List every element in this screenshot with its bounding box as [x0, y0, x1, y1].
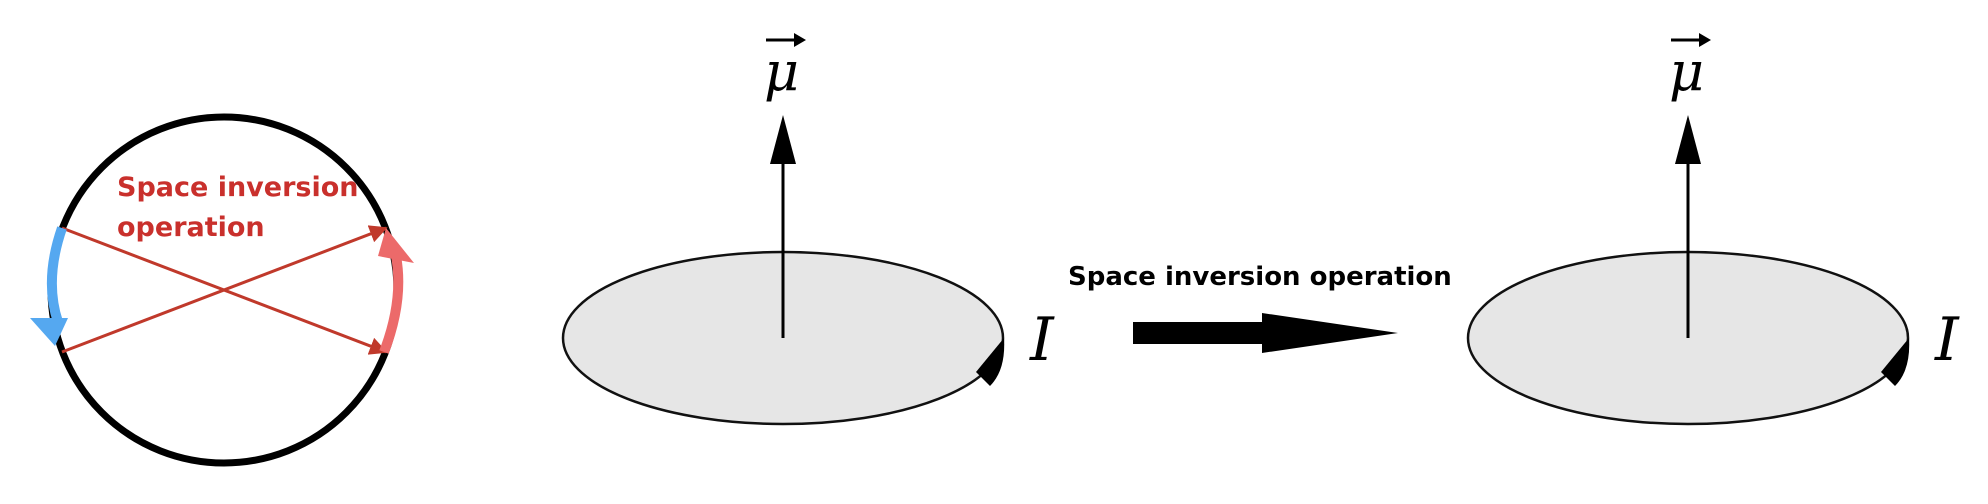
left-panel: Space inversion operation [30, 113, 414, 467]
vector-arrow-icon [1671, 33, 1711, 47]
loop-after: μ I [1466, 33, 1960, 426]
magnetic-moment-arrowhead [1675, 115, 1701, 164]
blue-arc [46, 226, 67, 324]
left-label-line2: operation [117, 212, 265, 243]
transform-label: Space inversion operation [1068, 262, 1452, 292]
current-symbol: I [1934, 305, 1960, 375]
loop-before: μ I [561, 33, 1055, 426]
current-direction-arrowhead [1881, 338, 1910, 386]
pink-arc [379, 255, 404, 354]
left-label-line1: Space inversion [117, 172, 359, 203]
transform-arrow-group: Space inversion operation [1068, 262, 1452, 353]
moment-vector-symbol: μ [764, 40, 799, 103]
moment-vector-symbol: μ [1669, 40, 1704, 103]
inversion-line-up [61, 225, 388, 354]
magnetic-moment-arrowhead [770, 115, 796, 164]
current-symbol: I [1029, 305, 1055, 375]
transform-arrow-shaft [1133, 322, 1265, 344]
current-direction-arrowhead [976, 338, 1005, 386]
transform-arrowhead [1262, 313, 1398, 353]
vector-arrow-icon [766, 33, 806, 47]
pink-arc-arrowhead [378, 228, 414, 263]
blue-arc-arrowhead [30, 318, 68, 346]
